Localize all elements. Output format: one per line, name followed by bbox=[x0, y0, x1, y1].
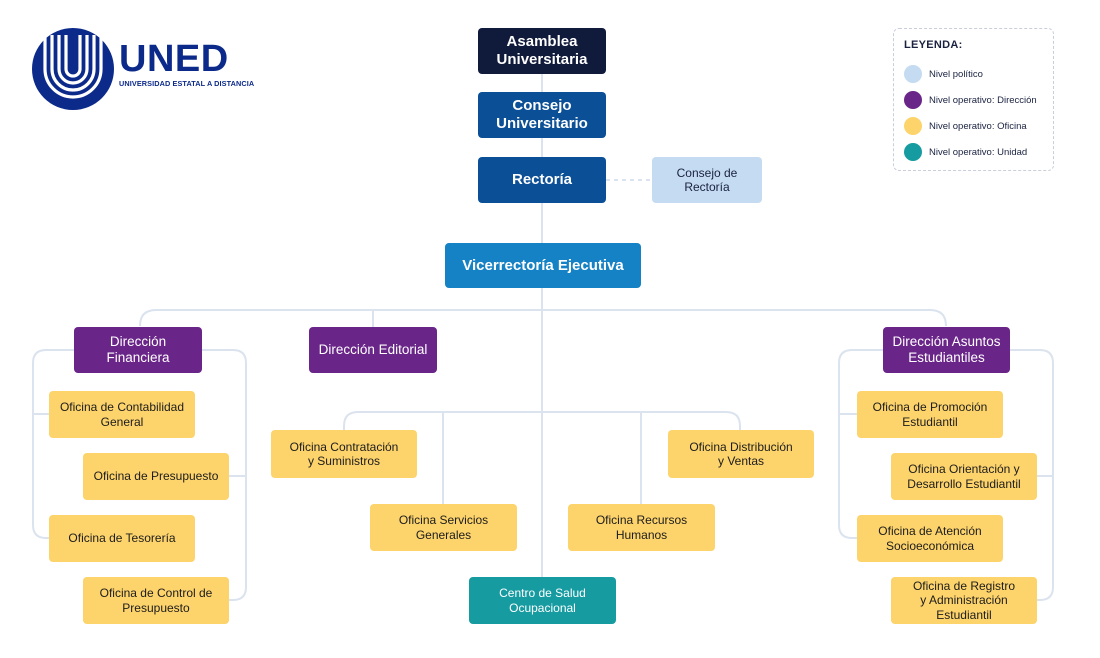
node-label: Oficina de Registro y Administración Est… bbox=[912, 578, 1016, 622]
legend-label: Nivel político bbox=[929, 68, 983, 80]
node-direccion-asuntos-estudiantiles[interactable]: Dirección Asuntos Estudiantiles bbox=[883, 327, 1010, 373]
legend-label: Nivel operativo: Unidad bbox=[929, 146, 1028, 158]
node-oficina-control-presupuesto[interactable]: Oficina de Control de Presupuesto bbox=[83, 577, 229, 624]
logo-wordmark: UNED bbox=[119, 38, 229, 80]
node-oficina-orientacion-desarrollo[interactable]: Oficina Orientación y Desarrollo Estudia… bbox=[891, 453, 1037, 500]
node-label: Centro de Salud Ocupacional bbox=[499, 586, 586, 615]
node-oficina-servicios-generales[interactable]: Oficina Servicios Generales bbox=[370, 504, 517, 551]
node-label: Oficina Distribución y Ventas bbox=[689, 439, 793, 468]
node-oficina-registro-administracion[interactable]: Oficina de Registro y Administración Est… bbox=[891, 577, 1037, 624]
node-label: Oficina de Contabilidad General bbox=[59, 400, 185, 429]
node-label: Oficina de Control de Presupuesto bbox=[99, 586, 213, 615]
node-oficina-atencion-socioeconomica[interactable]: Oficina de Atención Socioeconómica bbox=[857, 515, 1003, 562]
node-consejo-universitario[interactable]: Consejo Universitario bbox=[478, 92, 606, 138]
node-label: Consejo de Rectoría bbox=[676, 165, 738, 194]
node-vicerrectoria-ejecutiva[interactable]: Vicerrectoría Ejecutiva bbox=[445, 243, 641, 288]
node-rectoria[interactable]: Rectoría bbox=[478, 157, 606, 203]
node-oficina-contabilidad-general[interactable]: Oficina de Contabilidad General bbox=[49, 391, 195, 438]
legend-dot-direccion bbox=[904, 91, 922, 109]
uned-emblem-icon bbox=[32, 28, 114, 110]
legend-title: LEYENDA: bbox=[904, 39, 963, 51]
node-centro-salud-ocupacional[interactable]: Centro de Salud Ocupacional bbox=[469, 577, 616, 624]
node-direccion-editorial[interactable]: Dirección Editorial bbox=[309, 327, 437, 373]
node-label: Dirección Financiera bbox=[106, 333, 170, 365]
legend-dot-oficina bbox=[904, 117, 922, 135]
node-direccion-financiera[interactable]: Dirección Financiera bbox=[74, 327, 202, 373]
node-asamblea-universitaria[interactable]: Asamblea Universitaria bbox=[478, 28, 606, 74]
legend-dot-politico bbox=[904, 65, 922, 83]
node-label: Consejo Universitario bbox=[496, 97, 588, 132]
legend-dot-unidad bbox=[904, 143, 922, 161]
legend-item-unidad: Nivel operativo: Unidad bbox=[904, 139, 1053, 165]
node-consejo-de-rectoria[interactable]: Consejo de Rectoría bbox=[652, 157, 762, 203]
legend-label: Nivel operativo: Dirección bbox=[929, 94, 1037, 106]
node-label: Vicerrectoría Ejecutiva bbox=[462, 256, 624, 274]
node-label: Dirección Asuntos Estudiantiles bbox=[892, 333, 1001, 365]
node-label: Oficina Recursos Humanos bbox=[595, 513, 688, 542]
legend: LEYENDA: Nivel político Nivel operativo:… bbox=[893, 28, 1054, 171]
legend-item-oficina: Nivel operativo: Oficina bbox=[904, 113, 1053, 139]
node-label: Oficina Orientación y Desarrollo Estudia… bbox=[907, 462, 1021, 491]
node-oficina-promocion-estudiantil[interactable]: Oficina de Promoción Estudiantil bbox=[857, 391, 1003, 438]
node-label: Oficina de Tesorería bbox=[68, 531, 176, 546]
node-label: Oficina Contratación y Suministros bbox=[289, 439, 399, 468]
node-label: Asamblea Universitaria bbox=[496, 33, 588, 68]
uned-logo: UNED UNIVERSIDAD ESTATAL A DISTANCIA bbox=[31, 27, 254, 111]
legend-label: Nivel operativo: Oficina bbox=[929, 120, 1027, 132]
legend-item-direccion: Nivel operativo: Dirección bbox=[904, 87, 1053, 113]
node-oficina-tesoreria[interactable]: Oficina de Tesorería bbox=[49, 515, 195, 562]
node-oficina-presupuesto[interactable]: Oficina de Presupuesto bbox=[83, 453, 229, 500]
logo-subtitle: UNIVERSIDAD ESTATAL A DISTANCIA bbox=[119, 79, 255, 88]
legend-item-politico: Nivel político bbox=[904, 61, 1053, 87]
node-label: Oficina de Atención Socioeconómica bbox=[878, 524, 982, 553]
node-oficina-recursos-humanos[interactable]: Oficina Recursos Humanos bbox=[568, 504, 715, 551]
node-label: Dirección Editorial bbox=[318, 341, 428, 357]
node-label: Oficina de Promoción Estudiantil bbox=[872, 400, 988, 429]
node-label: Oficina de Presupuesto bbox=[93, 469, 219, 484]
node-oficina-distribucion-ventas[interactable]: Oficina Distribución y Ventas bbox=[668, 430, 814, 478]
node-oficina-contratacion-suministros[interactable]: Oficina Contratación y Suministros bbox=[271, 430, 417, 478]
node-label: Oficina Servicios Generales bbox=[398, 513, 489, 542]
node-label: Rectoría bbox=[511, 171, 573, 188]
